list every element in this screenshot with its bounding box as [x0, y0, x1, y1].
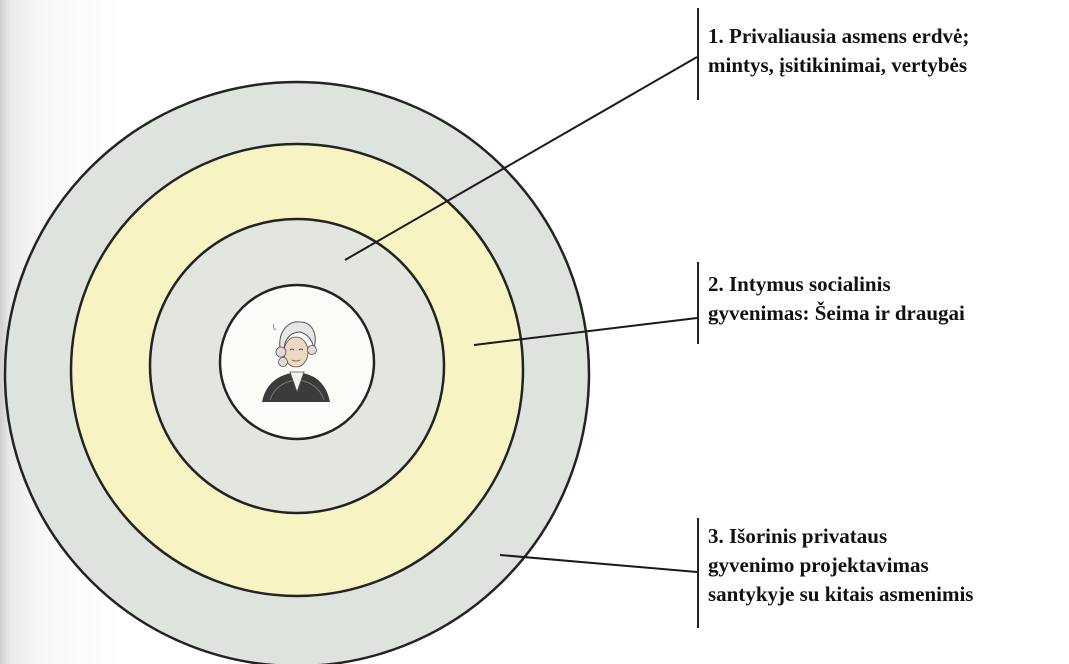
- label-3-line-2: gyvenimo projektavimas: [708, 551, 973, 580]
- label-2-line-1: 2. Intymus socialinis: [708, 270, 965, 299]
- label-3-line-1: 3. Išorinis privataus: [708, 522, 973, 551]
- label-external-private-life: 3. Išorinis privataus gyvenimo projektav…: [708, 522, 973, 609]
- label-2-bracket: [697, 262, 699, 344]
- label-1-bracket: [697, 8, 699, 100]
- label-3-bracket: [697, 518, 699, 628]
- label-3-line-3: santykyje su kitais asmenimis: [708, 580, 973, 609]
- callout-line-3: [500, 555, 697, 572]
- label-1-line-1: 1. Privaliausia asmens erdvė;: [708, 22, 969, 51]
- label-intimate-social-life: 2. Intymus socialinis gyvenimas: Šeima i…: [708, 270, 965, 328]
- label-2-line-2: gyvenimas: Šeima ir draugai: [708, 299, 965, 328]
- label-private-space: 1. Privaliausia asmens erdvė; mintys, įs…: [708, 22, 969, 80]
- label-1-line-2: mintys, įsitikinimai, vertybės: [708, 51, 969, 80]
